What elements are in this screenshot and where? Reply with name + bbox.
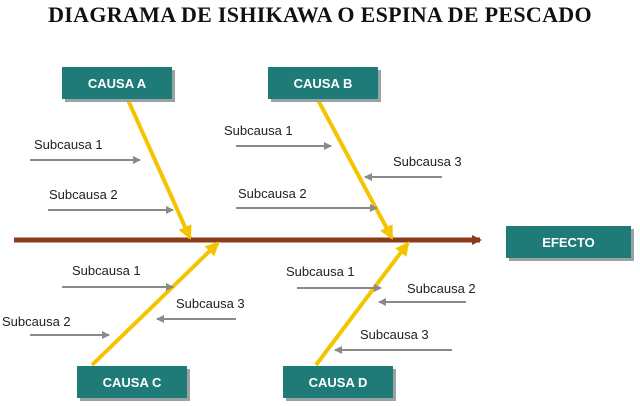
cause-box-d: CAUSA D xyxy=(283,366,393,398)
subcause-label-a1: Subcausa 1 xyxy=(34,137,103,152)
subcause-label-b2: Subcausa 2 xyxy=(238,186,307,201)
subcause-label-d1: Subcausa 1 xyxy=(286,264,355,279)
subcause-label-d3: Subcausa 3 xyxy=(360,327,429,342)
subcause-label-a2: Subcausa 2 xyxy=(49,187,118,202)
cause-box-c: CAUSA C xyxy=(77,366,187,398)
bone-causa-c xyxy=(90,241,220,367)
subcause-label-d2: Subcausa 2 xyxy=(407,281,476,296)
bone-causa-b xyxy=(316,99,394,240)
subcause-label-b1: Subcausa 1 xyxy=(224,123,293,138)
cause-box-a: CAUSA A xyxy=(62,67,172,99)
subcause-label-c1: Subcausa 1 xyxy=(72,263,141,278)
subcause-label-c2: Subcausa 2 xyxy=(2,314,71,329)
page-title: DIAGRAMA DE ISHIKAWA O ESPINA DE PESCADO xyxy=(48,2,592,27)
bone-causa-a xyxy=(126,99,192,240)
effect-box: EFECTO xyxy=(506,226,631,258)
cause-box-b: CAUSA B xyxy=(268,67,378,99)
bone-causa-d xyxy=(314,241,410,367)
subcause-label-c3: Subcausa 3 xyxy=(176,296,245,311)
subcause-label-b3: Subcausa 3 xyxy=(393,154,462,169)
